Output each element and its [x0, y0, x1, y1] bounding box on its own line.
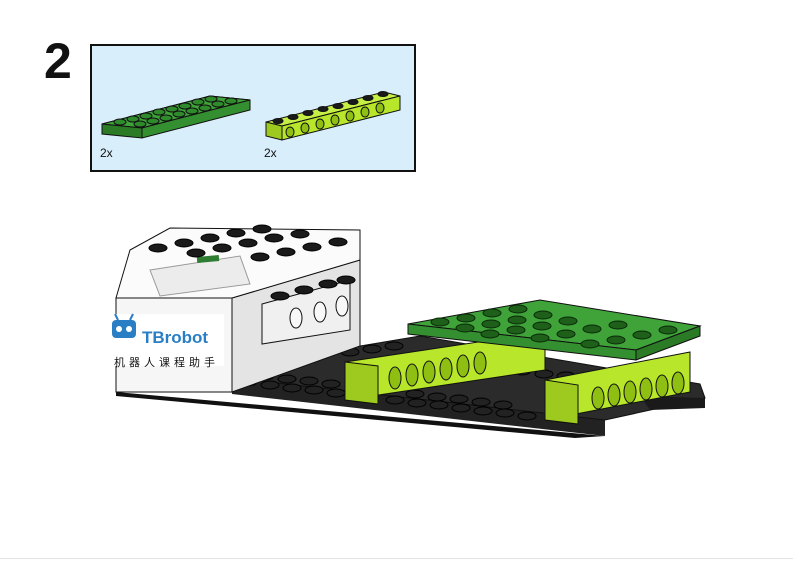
green-plate-quantity: 2x: [100, 146, 113, 160]
step-number: 2: [44, 33, 72, 89]
base-studs: [238, 341, 576, 421]
hub-subtitle: 机器人课程助手: [114, 355, 219, 369]
hub-logo-text: TBrobot: [142, 328, 208, 347]
hub-logo: TBrobot 机器人课程助手: [108, 313, 224, 369]
hub-body: [115, 224, 361, 393]
lime-beam-part-icon: [262, 66, 412, 146]
green-plate-top: [407, 299, 702, 361]
lime-beam-quantity: 2x: [264, 146, 277, 160]
page-divider: [0, 558, 793, 559]
lime-beam-back: [544, 351, 691, 425]
parts-list-box: 2x 2x: [90, 44, 416, 172]
green-plate-part-icon: [98, 66, 258, 146]
lime-beam-front: [344, 331, 546, 405]
